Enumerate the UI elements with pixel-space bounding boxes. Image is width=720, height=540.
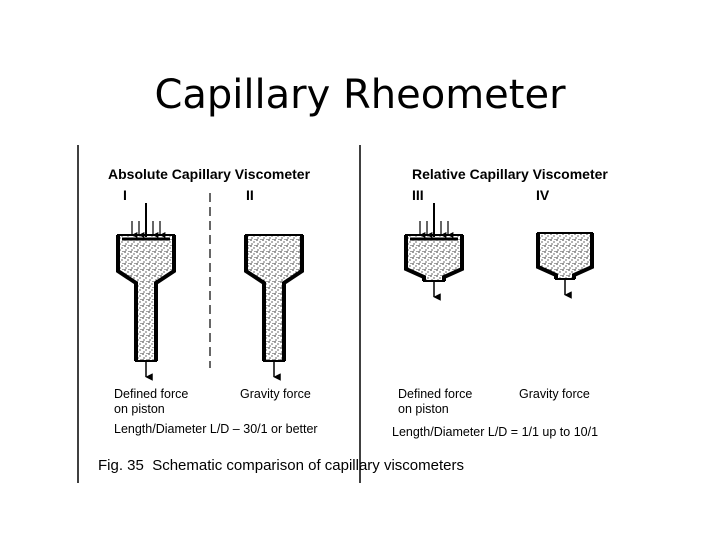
type-iv-label: IV (536, 187, 550, 203)
figure-caption-text: Schematic comparison of capillary viscom… (152, 457, 464, 474)
slide-title: Capillary Rheometer (154, 71, 566, 118)
type-i-label: I (123, 187, 127, 203)
left-defined-force-label: Defined force (114, 387, 189, 401)
absolute-viscometer-heading: Absolute Capillary Viscometer (108, 166, 311, 182)
left-gravity-force-label: Gravity force (240, 387, 311, 401)
absolute-ld-ratio: Length/Diameter L/D – 30/1 or better (114, 422, 318, 436)
figure-caption-number: Fig. 35 (98, 457, 144, 474)
viscometer-i-drawing (116, 203, 176, 381)
right-on-piston-label: on piston (398, 402, 449, 416)
relative-ld-ratio: Length/Diameter L/D = 1/1 up to 10/1 (392, 425, 599, 439)
type-ii-label: II (246, 187, 254, 203)
right-defined-force-label: Defined force (398, 387, 473, 401)
figure-drawing (77, 145, 594, 483)
viscometer-ii-drawing (244, 234, 304, 381)
viscometer-iii-drawing (404, 203, 464, 301)
viscometer-figure: Absolute Capillary Viscometer I II Defin… (76, 143, 636, 485)
figure-caption: Fig. 35 Schematic comparison of capillar… (98, 457, 464, 474)
right-gravity-force-label: Gravity force (519, 387, 590, 401)
type-iii-label: III (412, 187, 424, 203)
viscometer-iv-drawing (536, 232, 594, 299)
relative-viscometer-heading: Relative Capillary Viscometer (412, 166, 608, 182)
left-on-piston-label: on piston (114, 402, 165, 416)
